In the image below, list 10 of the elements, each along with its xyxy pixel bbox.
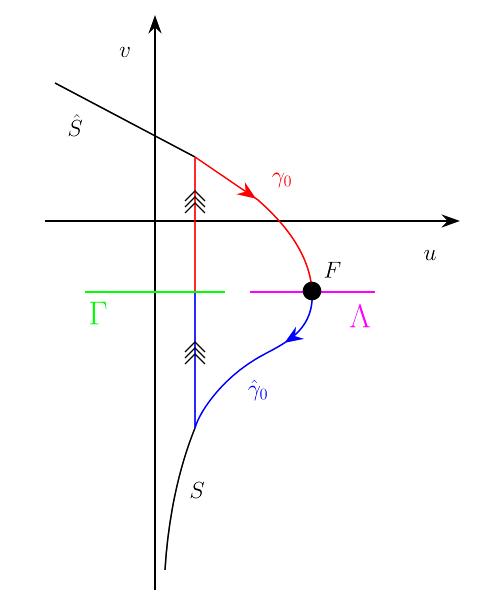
math-label: $\hat{\gamma}_0$ — [248, 380, 267, 401]
math-label: $v$ — [120, 46, 130, 58]
fixed-point — [302, 282, 322, 300]
math-label: $\gamma_0$ — [272, 172, 291, 188]
math-label: $S$ — [190, 482, 204, 498]
math-label: $\hat{S}$ — [68, 114, 82, 136]
math-label: $\Lambda$ — [350, 304, 370, 328]
math-label: $u$ — [424, 250, 436, 260]
point-label: $F$ — [324, 262, 341, 278]
math-label: $\Gamma$ — [90, 302, 106, 324]
